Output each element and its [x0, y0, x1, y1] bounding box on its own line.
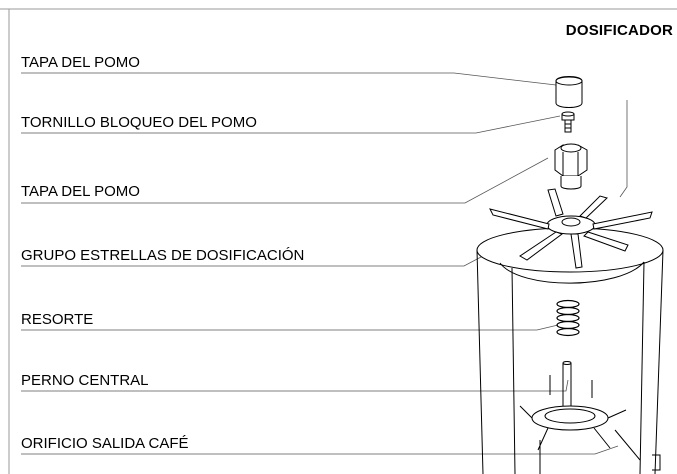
hex-knob-part	[554, 143, 588, 190]
label-dosing-star-group: GRUPO ESTRELLAS DE DOSIFICACIÓN	[21, 247, 305, 264]
leader-6	[21, 379, 569, 392]
label-knob-cap-2: TAPA DEL POMO	[21, 183, 140, 200]
leader-5	[21, 324, 559, 331]
label-central-pin: PERNO CENTRAL	[21, 372, 149, 389]
dosing-star-part	[489, 188, 653, 269]
leader-2	[21, 115, 561, 134]
label-spring: RESORTE	[21, 311, 94, 328]
leader-right	[619, 100, 628, 198]
spring-part	[556, 299, 580, 337]
knob-cap-part	[555, 76, 583, 108]
leader-lines	[21, 72, 628, 455]
diagram-title: DOSIFICADOR	[565, 22, 673, 39]
label-knob-lock-screw: TORNILLO BLOQUEO DEL POMO	[21, 114, 257, 131]
leader-3	[21, 157, 549, 204]
label-knob-cap: TAPA DEL POMO	[21, 54, 140, 71]
coffee-outlet-part	[519, 375, 661, 474]
cylinder-part	[476, 227, 664, 474]
leader-1	[21, 72, 557, 86]
locking-screw-part	[561, 111, 575, 133]
leader-7	[21, 445, 619, 455]
label-coffee-outlet: ORIFICIO SALIDA CAFÉ	[21, 435, 189, 452]
